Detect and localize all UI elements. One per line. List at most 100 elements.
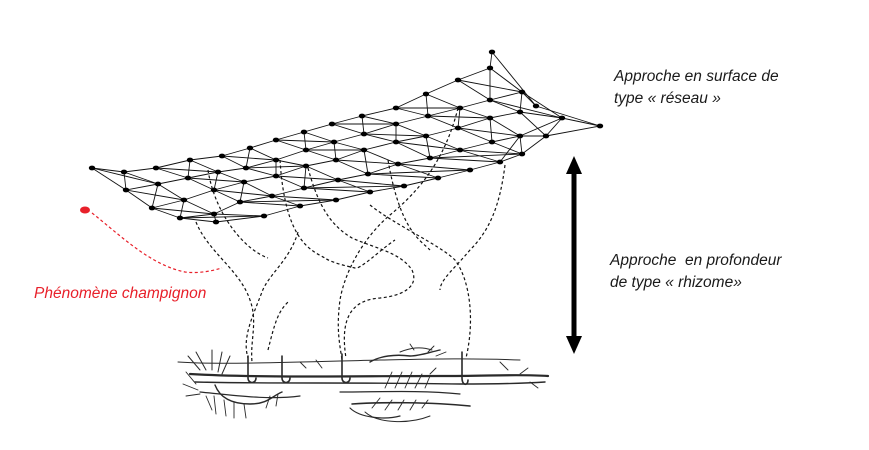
- depth-label-line-1: Approche en profondeur: [610, 252, 782, 269]
- network-edge: [157, 177, 189, 185]
- network-edge: [245, 167, 277, 177]
- network-edge: [337, 173, 369, 181]
- fungus-phenomenon-label: Phénomène champignon: [34, 285, 207, 302]
- network-node: [596, 123, 604, 129]
- network-edge: [303, 185, 405, 189]
- network-node: [184, 175, 192, 181]
- network-edge: [335, 159, 399, 165]
- network-node: [272, 157, 280, 163]
- network-edge: [457, 127, 521, 137]
- network-node: [154, 181, 162, 187]
- network-edge: [491, 135, 521, 143]
- network-edge: [243, 175, 277, 183]
- network-edge: [271, 187, 305, 197]
- network-node: [334, 177, 342, 183]
- network-edge: [519, 117, 563, 137]
- network-node: [366, 189, 374, 195]
- network-edge: [397, 163, 439, 179]
- network-edge: [331, 123, 365, 135]
- network-edge: [367, 169, 471, 175]
- network-edge: [489, 67, 523, 93]
- network-node: [300, 129, 308, 135]
- network-edge: [425, 127, 459, 137]
- surface-label-line-2: type « réseau »: [614, 90, 721, 107]
- network-node: [300, 185, 308, 191]
- network-edge: [239, 201, 301, 207]
- network-edge: [123, 171, 159, 185]
- network-edge: [303, 165, 307, 189]
- network-edge: [403, 177, 439, 187]
- network-edge: [425, 135, 431, 159]
- network-edge: [499, 135, 521, 163]
- network-edge: [239, 181, 245, 203]
- network-edge: [187, 159, 191, 179]
- network-edge: [151, 183, 159, 209]
- network-edge: [305, 159, 337, 167]
- network-edge: [337, 179, 371, 193]
- network-node: [392, 105, 400, 111]
- dashed-link-9: [439, 164, 506, 291]
- network-edge: [489, 99, 521, 113]
- network-edge: [303, 131, 335, 143]
- network-edge: [335, 149, 365, 161]
- network-node: [516, 133, 524, 139]
- network-edge: [535, 105, 601, 127]
- network-node: [422, 133, 430, 139]
- network-edge: [457, 79, 491, 101]
- network-edge: [427, 115, 459, 129]
- network-node: [180, 197, 188, 203]
- network-edge: [545, 117, 563, 137]
- network-node: [332, 157, 340, 163]
- network-edge: [363, 149, 369, 175]
- network-edge: [221, 155, 277, 161]
- network-node: [246, 145, 254, 151]
- network-edge: [489, 99, 563, 119]
- network-edge: [217, 167, 247, 173]
- network-edge: [249, 139, 277, 149]
- surface-label-line-1: Approche en surface de: [614, 68, 779, 85]
- network-edge: [521, 135, 547, 155]
- fungus-dashed-link: [91, 212, 223, 274]
- network-node: [236, 199, 244, 205]
- network-node: [302, 147, 310, 153]
- network-edge: [303, 123, 333, 133]
- double-headed-vertical-arrow-icon: [566, 156, 582, 354]
- network-node: [394, 161, 402, 167]
- network-node: [496, 159, 504, 165]
- network-edge: [545, 125, 601, 137]
- network-edge: [125, 189, 153, 209]
- network-edge: [151, 199, 185, 209]
- network-node: [454, 125, 462, 131]
- network-node: [392, 121, 400, 127]
- network-edge: [457, 127, 493, 143]
- network-node: [486, 97, 494, 103]
- network-edge: [151, 207, 215, 215]
- fungus-marker: [80, 206, 223, 274]
- network-edge: [221, 147, 251, 157]
- network-edge: [425, 93, 429, 117]
- network-edge: [179, 199, 185, 219]
- dashed-link-10: [267, 301, 289, 351]
- network-edge: [363, 149, 399, 165]
- network-edge: [333, 133, 365, 143]
- network-edge: [519, 135, 523, 155]
- rhizome-dashed-links: [195, 107, 506, 363]
- network-edge: [429, 153, 523, 159]
- network-node: [148, 205, 156, 211]
- network-edge: [239, 199, 337, 203]
- network-edge: [275, 149, 307, 161]
- network-node: [272, 173, 280, 179]
- network-edge: [275, 165, 307, 177]
- network-edge: [489, 51, 493, 69]
- dashed-link-6: [387, 159, 431, 251]
- network-edge: [457, 107, 461, 129]
- network-edge: [183, 199, 215, 215]
- network-edge: [429, 157, 501, 163]
- network-edge: [363, 133, 397, 143]
- network-node: [364, 171, 372, 177]
- network-edge: [275, 139, 307, 151]
- network-edge: [275, 175, 339, 181]
- network-node: [426, 155, 434, 161]
- network-edge: [331, 115, 363, 125]
